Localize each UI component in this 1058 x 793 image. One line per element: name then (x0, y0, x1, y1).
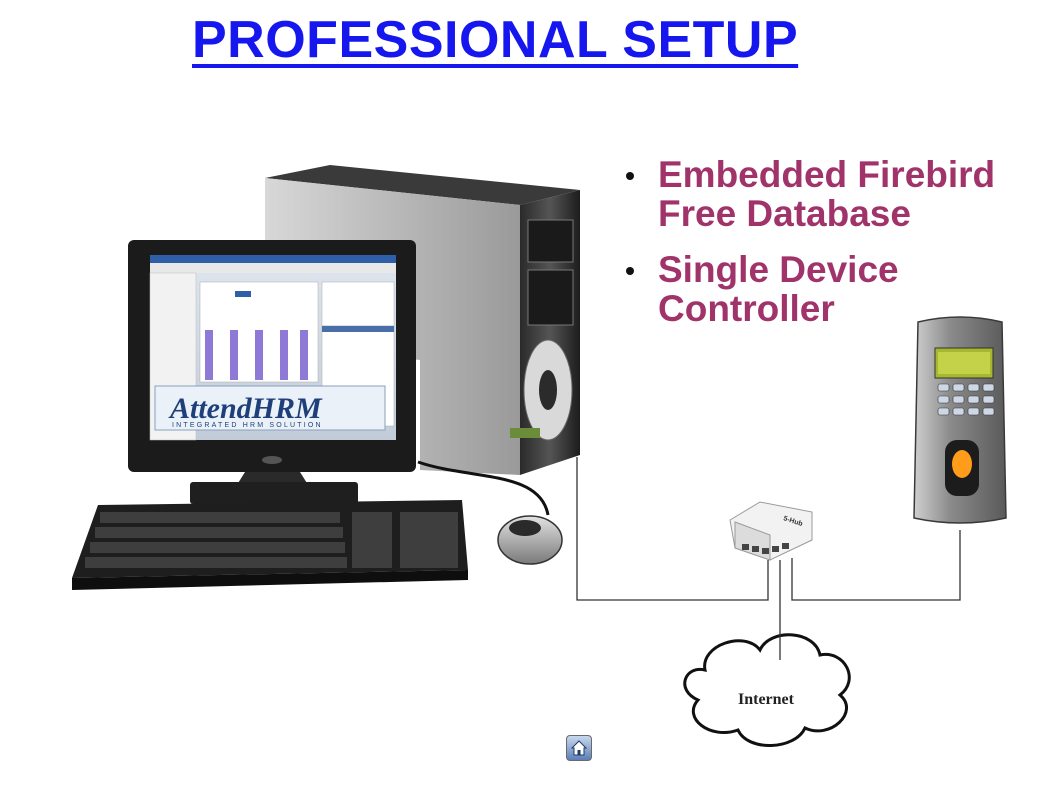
internet-cloud: Internet (683, 633, 851, 747)
feature-list: Embedded Firebird Free Database Single D… (622, 155, 1052, 345)
page-title: PROFESSIONAL SETUP (192, 11, 799, 69)
biometric-controller (913, 316, 1007, 524)
feature-item-database: Embedded Firebird Free Database (622, 155, 1052, 233)
network-hub: 5-Hub (729, 501, 813, 561)
feature-line: Embedded Firebird (658, 154, 996, 195)
bullet-icon (626, 172, 634, 180)
home-icon (570, 740, 588, 756)
feature-item-controller: Single Device Controller (622, 250, 1052, 328)
network-wires (576, 457, 961, 660)
feature-line: Free Database (658, 193, 911, 234)
mouse (417, 460, 563, 565)
keypad-icon (937, 383, 995, 416)
feature-line: Single Device (658, 249, 899, 290)
monitor: AttendHRM INTEGRATED HRM SOLUTION (128, 240, 416, 504)
logo-tagline: INTEGRATED HRM SOLUTION (172, 422, 323, 429)
keyboard-keys (85, 512, 458, 568)
logo-brand: AttendHRM (168, 392, 323, 425)
keyboard (72, 500, 468, 590)
cloud-label: Internet (738, 691, 795, 708)
feature-line: Controller (658, 288, 835, 329)
bullet-icon (626, 267, 634, 275)
home-button[interactable] (566, 735, 592, 761)
